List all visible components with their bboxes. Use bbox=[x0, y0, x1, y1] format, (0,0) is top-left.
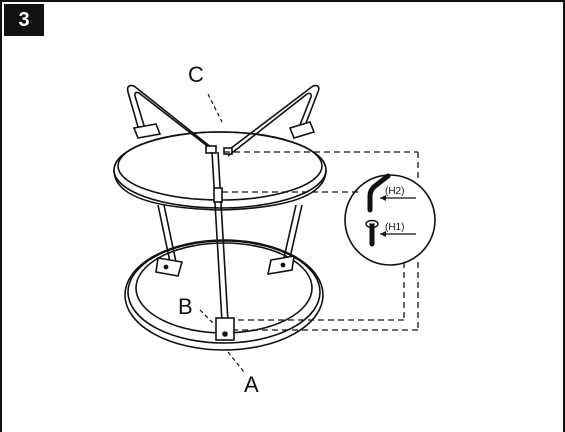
dashed-leader-lines bbox=[222, 151, 419, 331]
step-number-badge: 3 bbox=[4, 4, 44, 36]
upper-frame bbox=[126, 84, 320, 157]
rear-legs bbox=[157, 204, 303, 263]
bolt-icon bbox=[365, 219, 379, 247]
label-c: C bbox=[188, 62, 204, 87]
label-a: A bbox=[244, 372, 259, 397]
allen-key-icon bbox=[367, 173, 391, 213]
hardware-callout bbox=[344, 173, 436, 266]
label-h2: (H2) bbox=[385, 186, 404, 197]
front-leg bbox=[211, 151, 235, 341]
bottom-brackets bbox=[155, 255, 295, 277]
label-h1: (H1) bbox=[385, 222, 404, 233]
step-number: 3 bbox=[18, 8, 30, 31]
label-pointers bbox=[199, 93, 245, 373]
label-b: B bbox=[178, 294, 193, 319]
